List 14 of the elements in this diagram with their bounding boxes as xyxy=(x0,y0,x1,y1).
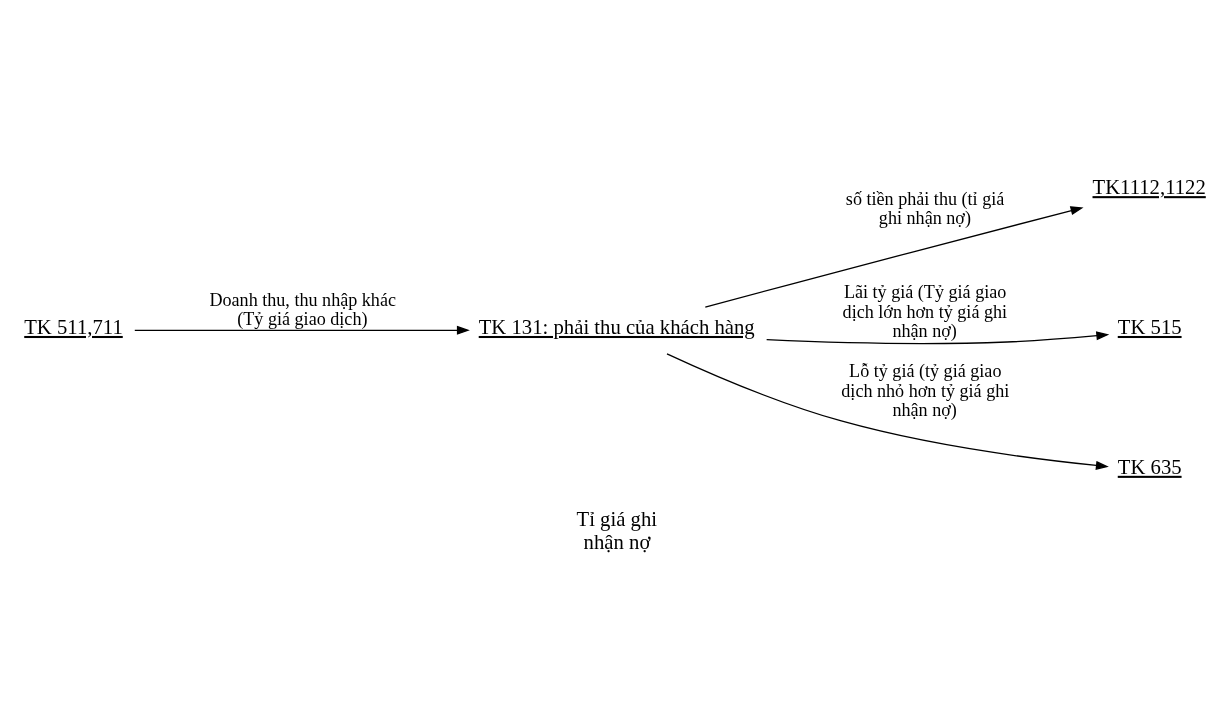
node-text: TK 515 xyxy=(1117,315,1182,338)
arrow xyxy=(704,205,1084,308)
node-text: TK 131: phải thu của khách hàng xyxy=(478,315,755,338)
node-text: TK 635 xyxy=(1117,455,1182,478)
node-text: TK 511,711 xyxy=(24,315,123,338)
label: Tỉ giá ghi nhận nợ xyxy=(576,507,658,553)
edge-label: Lãi tỷ giá (Tỷ giá giao dịch lớn hơn tỷ giá ghi nhận nợ) xyxy=(842,281,1008,341)
edge-label: số tiền phải thu (tỉ giá ghi nhận nợ) xyxy=(845,188,1005,228)
arrow xyxy=(766,330,1110,344)
edge-label: Lỗ tỷ giá (tỷ giá giao dịch nhỏ hơn tỷ giá ghi nhận nợ) xyxy=(841,360,1010,420)
edge-label: Doanh thu, thu nhập khác (Tỷ giá giao dịch) xyxy=(209,289,396,329)
node-text: TK1112,1122 xyxy=(1092,175,1206,198)
arrow xyxy=(666,352,1109,470)
arrow xyxy=(134,325,470,335)
